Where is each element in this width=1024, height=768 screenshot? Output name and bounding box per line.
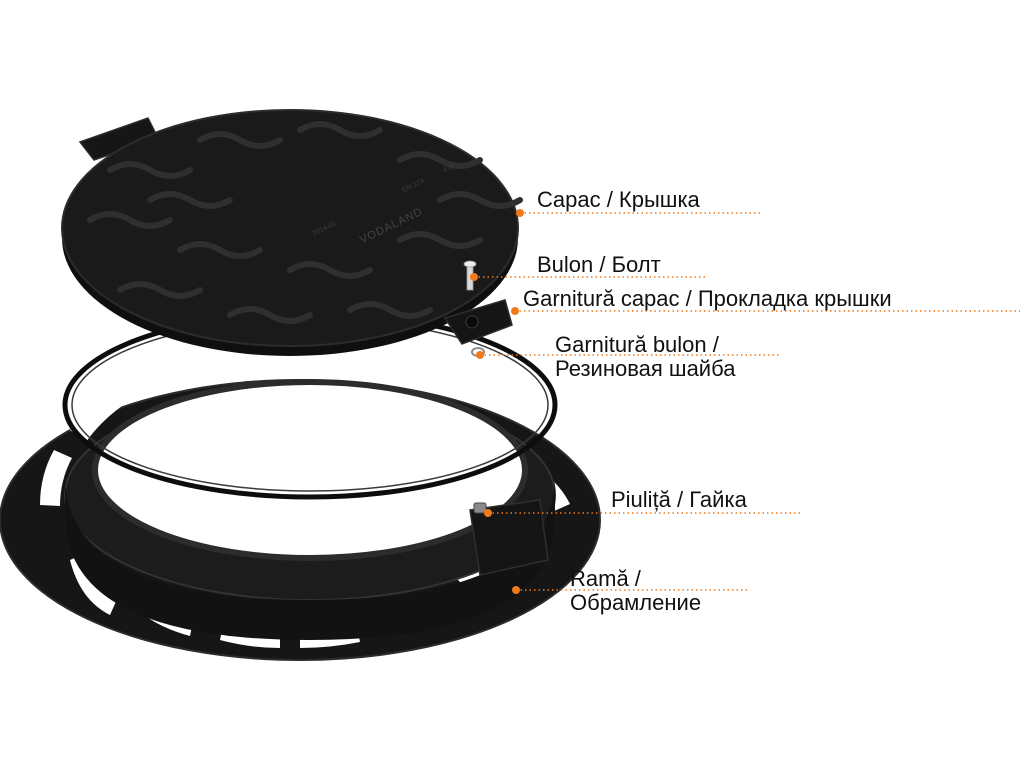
callout-nut-line-1: Piuliță / Гайка: [611, 487, 747, 512]
callout-bolt: Bulon / Болт: [537, 253, 661, 277]
callout-frame: Ramă / Обрамление: [570, 567, 701, 615]
leader-marker-frame: [512, 586, 520, 594]
callout-bolt-washer-line-2: Резиновая шайба: [555, 356, 736, 381]
nut-part: [473, 502, 487, 514]
leader-marker-cover-gasket: [511, 307, 519, 315]
callout-leaders: [470, 209, 1020, 594]
callout-bolt-washer: Garnitură bulon / Резиновая шайба: [555, 333, 735, 381]
cover-part: VODALAND EN 124 A15 2024-01: [61, 109, 523, 356]
callout-bolt-washer-line-1: Garnitură bulon /: [555, 332, 719, 357]
callout-bolt-line-1: Bulon / Болт: [537, 252, 661, 277]
callout-cover-gasket-line-1: Garnitură capac / Прокладка крышки: [523, 286, 892, 311]
cover-code-text: A15: [442, 163, 456, 175]
leader-marker-bolt-washer: [476, 351, 484, 359]
callout-frame-line-1: Ramă /: [570, 566, 641, 591]
leader-marker-cover: [516, 209, 524, 217]
leader-marker-bolt: [470, 273, 478, 281]
callout-nut: Piuliță / Гайка: [611, 488, 747, 512]
callout-frame-line-2: Обрамление: [570, 590, 702, 615]
frame-part: [0, 379, 601, 661]
callout-cover-line-1: Capac / Крышка: [537, 187, 700, 212]
callout-cover: Capac / Крышка: [537, 188, 700, 212]
callout-cover-gasket: Garnitură capac / Прокладка крышки: [523, 287, 892, 311]
cover-tread-pattern: [87, 121, 523, 324]
leader-marker-nut: [484, 509, 492, 517]
